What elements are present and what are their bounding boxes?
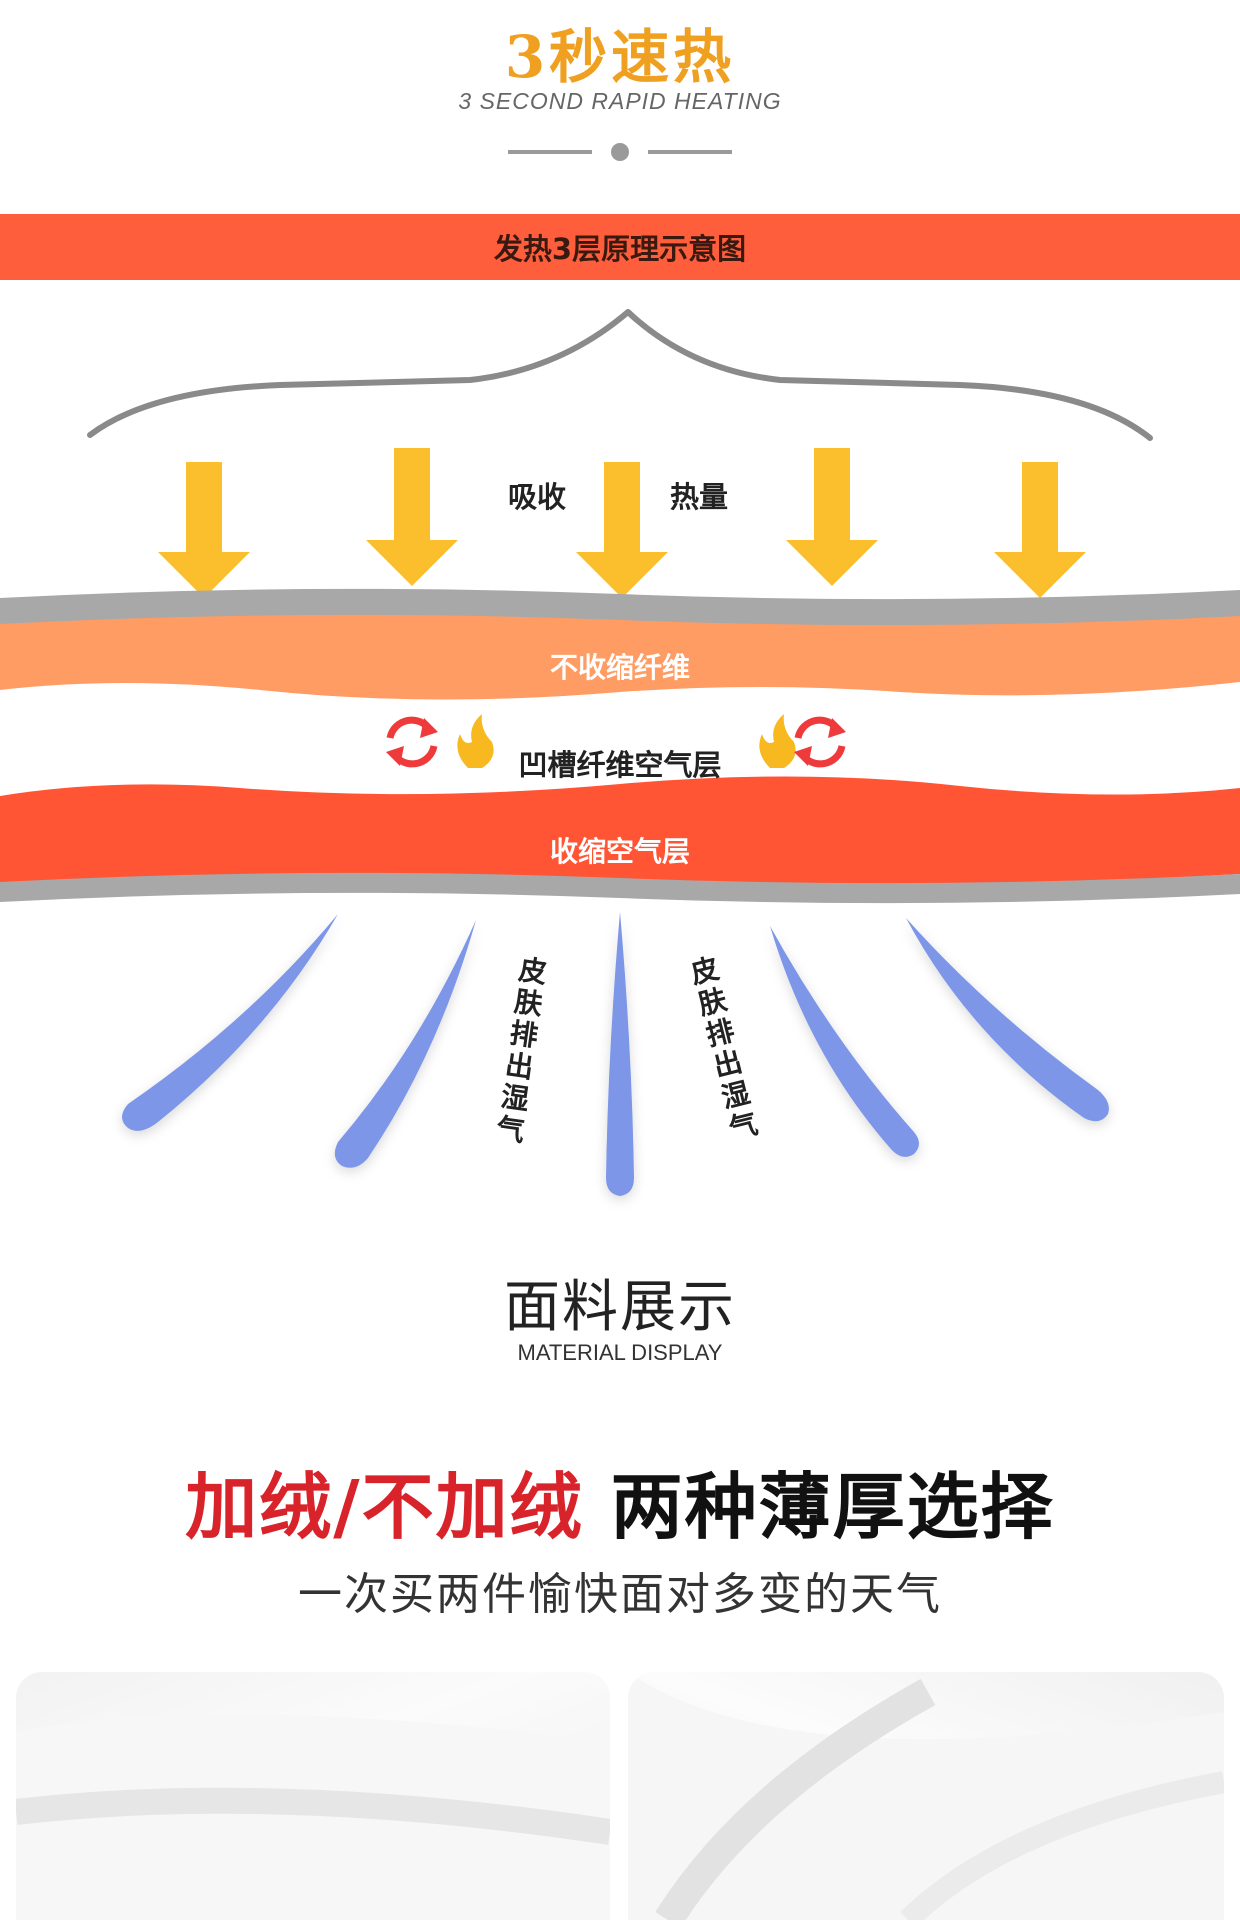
arrow-down-icon	[366, 448, 458, 586]
fabric-image-left	[16, 1672, 610, 1920]
layer-bottom-label: 收缩空气层	[549, 835, 690, 868]
material-subtitle: MATERIAL DISPLAY	[517, 1340, 723, 1365]
arrow-down-icon	[786, 448, 878, 586]
arrow-down-icon	[576, 462, 668, 598]
divider-dot	[611, 143, 629, 161]
promo-subline: 一次买两件愉快面对多变的天气	[298, 1569, 942, 1620]
flame-icon	[759, 714, 796, 768]
layer-middle-label: 凹槽纤维空气层	[518, 748, 722, 782]
arrow-down-icon	[994, 462, 1086, 598]
banner-label: 发热3层原理示意图	[493, 232, 747, 266]
brace	[87, 309, 1153, 441]
moisture-streak	[334, 920, 476, 1168]
flame-icon	[457, 714, 494, 768]
moisture-streak	[770, 926, 919, 1157]
fabric-image-right	[628, 1672, 1224, 1920]
refresh-icon-left	[386, 716, 438, 768]
moisture-streak	[606, 912, 634, 1196]
layer-gray-bottom	[0, 872, 1240, 904]
promo-highlight: 加绒/不加绒	[185, 1465, 584, 1549]
diagram-banner: 发热3层原理示意图	[0, 214, 1240, 280]
layer-top-label: 不收缩纤维	[549, 651, 690, 684]
page-subtitle: 3 SECOND RAPID HEATING	[458, 88, 782, 114]
page-title: 3秒速热	[504, 23, 736, 91]
arrow-down-icon	[158, 462, 250, 598]
refresh-icon-right	[794, 716, 846, 768]
heating-diagram	[0, 309, 1240, 1196]
promo-headline: 加绒/不加绒 两种薄厚选择	[0, 1448, 1240, 1553]
divider-left	[508, 150, 592, 154]
layer-orange	[0, 614, 1240, 700]
layer-gray-top	[0, 588, 1240, 630]
layer-red	[0, 776, 1240, 885]
heat-arrows	[158, 448, 1086, 598]
moisture-streak	[906, 918, 1109, 1122]
absorb-label-left: 吸收	[508, 480, 567, 514]
material-title: 面料展示	[504, 1275, 736, 1340]
moisture-streak	[122, 914, 338, 1131]
fabric-folds-right	[628, 1672, 1224, 1920]
divider-right	[648, 150, 732, 154]
fabric-folds-left	[16, 1714, 610, 1920]
moisture-streaks	[122, 912, 1109, 1196]
absorb-label-right: 热量	[670, 480, 729, 514]
promo-rest: 两种薄厚选择	[583, 1465, 1055, 1549]
